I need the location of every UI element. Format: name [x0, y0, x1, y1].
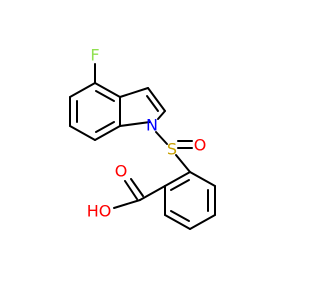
- bond-c-o-double-a: [124, 180, 138, 200]
- bond-c1-c2: [189, 171, 216, 187]
- bond-c3a-c4-inner: [95, 90, 115, 102]
- bond-c-o-double-b: [130, 178, 144, 197]
- bond-ring-carboxyl: [139, 185, 166, 201]
- bond-c3-c4: [189, 214, 216, 230]
- bond-n1-s: [155, 131, 168, 145]
- bond-s-c2prime: [175, 154, 191, 173]
- bond-c3a-c4: [94, 82, 121, 98]
- bond-c6b-c1: [164, 171, 191, 187]
- bond-c3-c2-inner: [146, 95, 159, 112]
- bond-c2-n1: [157, 110, 166, 120]
- molecule-drawing: F N S O O HO: [69, 46, 216, 230]
- bond-c4-c5b: [164, 214, 191, 230]
- sulfur-atom-label: S: [167, 140, 177, 159]
- bond-c-oh: [113, 199, 141, 209]
- bond-c4-c5: [69, 82, 96, 98]
- bond-c3-c2: [147, 87, 166, 112]
- structure-canvas: F N S O O HO: [69, 46, 216, 230]
- bond-c7-c7a-inner: [95, 121, 115, 133]
- bond-c6-c7: [69, 125, 96, 141]
- nitrogen-atom-label: N: [146, 116, 158, 135]
- bond-c3a-c3: [119, 87, 149, 98]
- sulfonyl-oxygen-label: O: [194, 136, 207, 155]
- bond-c6b-c1-inner: [170, 179, 190, 191]
- bond-c4-c5b-inner: [170, 210, 190, 222]
- carbonyl-oxygen-label: O: [115, 162, 128, 181]
- bond-n1-c7a: [119, 121, 151, 127]
- bond-c7-c7a: [94, 125, 121, 141]
- fluorine-atom-label: F: [90, 46, 99, 65]
- hydroxyl-label: HO: [87, 202, 112, 221]
